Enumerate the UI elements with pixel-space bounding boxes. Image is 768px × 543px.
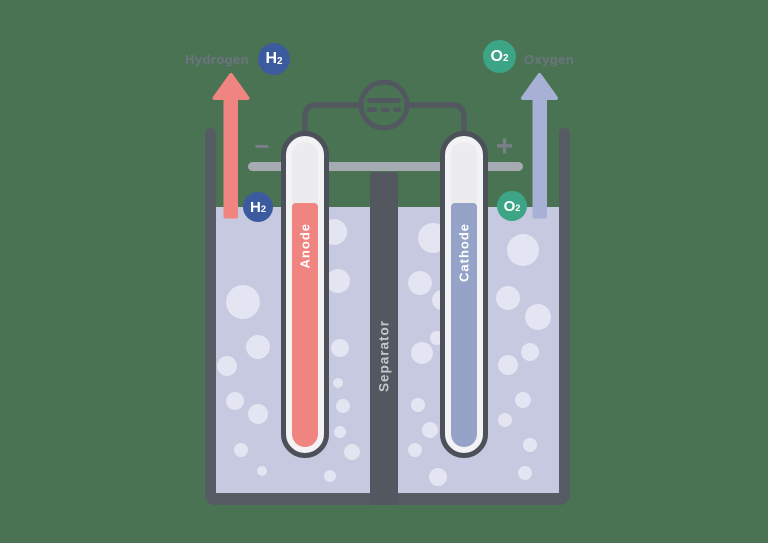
bubble bbox=[525, 304, 551, 330]
bubble bbox=[246, 335, 270, 359]
bubble bbox=[411, 398, 425, 412]
bubble bbox=[226, 285, 260, 319]
bubble bbox=[248, 404, 268, 424]
hydrogen-label: Hydrogen bbox=[185, 52, 249, 67]
cathode-gas-space bbox=[451, 142, 477, 203]
anode-electrode: Anode bbox=[292, 203, 318, 447]
bubble bbox=[217, 356, 237, 376]
bubble bbox=[498, 355, 518, 375]
separator: Separator bbox=[370, 172, 398, 505]
bubble bbox=[507, 234, 539, 266]
bubble bbox=[515, 392, 531, 408]
bubble bbox=[324, 470, 336, 482]
electrode-holder-bar bbox=[248, 162, 523, 171]
bubble bbox=[411, 342, 433, 364]
bubble bbox=[334, 426, 346, 438]
bubble bbox=[518, 466, 532, 480]
bubble bbox=[331, 339, 349, 357]
bubble bbox=[408, 443, 422, 457]
bubble bbox=[226, 392, 244, 410]
bubble bbox=[523, 438, 537, 452]
positive-terminal-sign: + bbox=[495, 130, 514, 163]
bubble bbox=[496, 286, 520, 310]
bubble bbox=[422, 422, 438, 438]
bubble bbox=[234, 443, 248, 457]
o2-top-badge-text: O bbox=[490, 47, 503, 65]
bubble bbox=[344, 444, 360, 460]
bubble bbox=[408, 271, 432, 295]
oxygen-label: Oxygen bbox=[524, 52, 575, 67]
tank-right-wall bbox=[559, 128, 570, 493]
negative-terminal-sign: − bbox=[254, 130, 270, 161]
anode-label: Anode bbox=[297, 223, 313, 269]
bubble bbox=[429, 468, 447, 486]
bubble bbox=[498, 413, 512, 427]
separator-label: Separator bbox=[376, 320, 392, 393]
h2-top-badge-text: H bbox=[265, 50, 278, 67]
cathode-tube: Cathode bbox=[440, 131, 488, 458]
bubble bbox=[336, 399, 350, 413]
cathode-label: Cathode bbox=[456, 223, 472, 282]
tank-left-wall bbox=[205, 128, 216, 493]
bubble bbox=[257, 466, 267, 476]
anode-tube: Anode bbox=[281, 131, 329, 458]
cathode-electrode: Cathode bbox=[451, 203, 477, 447]
bubble bbox=[333, 378, 343, 388]
bubble bbox=[326, 269, 350, 293]
anode-gas-space bbox=[292, 142, 318, 203]
bubble bbox=[521, 343, 539, 361]
